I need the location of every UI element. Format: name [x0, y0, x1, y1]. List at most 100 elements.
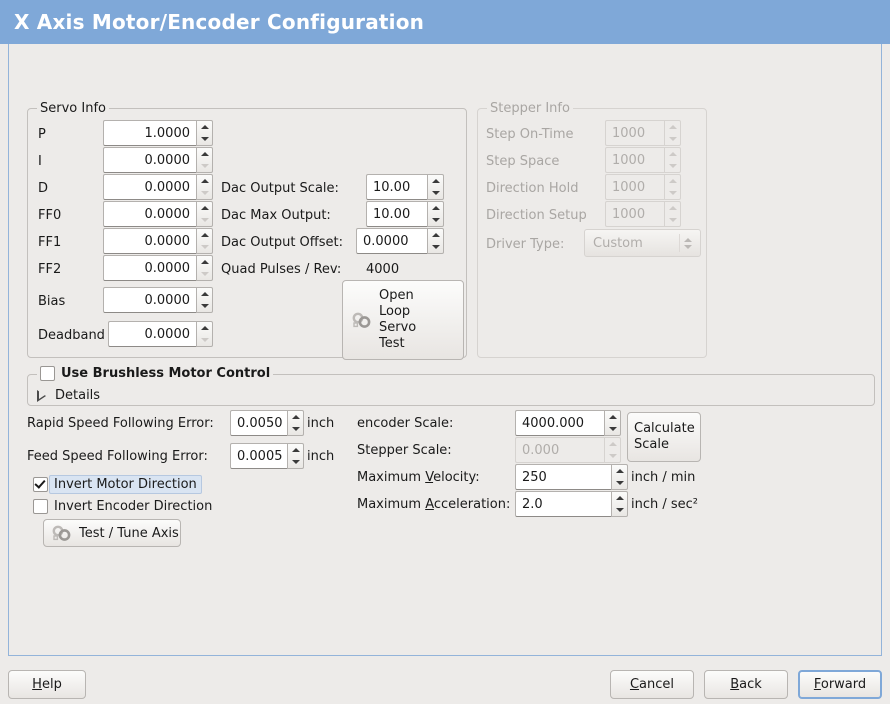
test-tune-axis-button[interactable]: Test / Tune Axis	[43, 519, 181, 547]
spin-up-icon[interactable]	[288, 411, 303, 423]
spin-up-icon[interactable]	[428, 229, 443, 241]
spin-down-icon[interactable]	[197, 214, 212, 226]
servo-spin-deadband[interactable]: 0.0000	[108, 321, 213, 347]
servo-spin-bias-entry[interactable]: 0.0000	[103, 287, 196, 313]
servo-spin-ff1-entry[interactable]: 0.0000	[103, 228, 196, 254]
spin-down-icon[interactable]	[197, 241, 212, 253]
gears-icon	[51, 523, 73, 543]
servo-spin-ff2-buttons[interactable]	[196, 255, 213, 281]
spin-down-icon[interactable]	[197, 300, 212, 312]
open-loop-servo-test-button[interactable]: Open Loop Servo Test	[342, 280, 464, 360]
maximum-velocity-buttons[interactable]	[611, 464, 628, 490]
dac-max-output-buttons[interactable]	[427, 201, 444, 227]
encoder-scale-spin[interactable]: 4000.000	[515, 410, 621, 436]
back-button[interactable]: Back	[704, 670, 788, 699]
spin-down-icon[interactable]	[197, 187, 212, 199]
brushless-checkbox-box[interactable]	[40, 366, 55, 381]
spin-down-icon	[665, 187, 680, 199]
spin-down-icon[interactable]	[612, 504, 627, 516]
spin-up-icon[interactable]	[197, 202, 212, 214]
spin-down-icon[interactable]	[605, 423, 620, 435]
spin-down-icon[interactable]	[197, 133, 212, 145]
details-expander[interactable]: Details	[37, 388, 100, 403]
servo-spin-ff1-buttons[interactable]	[196, 228, 213, 254]
dac-output-scale-spin[interactable]: 10.00	[366, 174, 444, 200]
servo-spin-d-buttons[interactable]	[196, 174, 213, 200]
feed-following-error-entry[interactable]: 0.0005	[230, 443, 287, 469]
spin-up-icon[interactable]	[612, 492, 627, 504]
dac-output-scale-buttons[interactable]	[427, 174, 444, 200]
feed-following-error-buttons[interactable]	[287, 443, 304, 469]
spin-down-icon[interactable]	[197, 334, 212, 346]
servo-spin-ff0[interactable]: 0.0000	[103, 201, 213, 227]
servo-spin-ff2-entry[interactable]: 0.0000	[103, 255, 196, 281]
chevron-right-icon[interactable]	[37, 389, 46, 402]
spin-up-icon[interactable]	[612, 465, 627, 477]
forward-button-label: Forward	[813, 677, 867, 692]
servo-spin-p-buttons[interactable]	[196, 120, 213, 146]
spin-down-icon[interactable]	[428, 214, 443, 226]
spin-down-icon[interactable]	[612, 477, 627, 489]
invert-motor-direction-box[interactable]	[33, 477, 48, 492]
spin-up-icon[interactable]	[428, 175, 443, 187]
spin-down-icon[interactable]	[288, 456, 303, 468]
encoder-scale-buttons[interactable]	[604, 410, 621, 436]
spin-down-icon[interactable]	[428, 241, 443, 253]
spin-up-icon[interactable]	[197, 229, 212, 241]
cancel-button[interactable]: Cancel	[610, 670, 694, 699]
invert-encoder-direction-checkbox[interactable]: Invert Encoder Direction	[33, 499, 212, 514]
servo-spin-bias-buttons[interactable]	[196, 287, 213, 313]
servo-spin-i-buttons[interactable]	[196, 147, 213, 173]
spin-up-icon[interactable]	[605, 411, 620, 423]
maximum-acceleration-spin[interactable]: 2.0	[515, 491, 628, 517]
invert-encoder-direction-label: Invert Encoder Direction	[54, 499, 213, 514]
dac-output-offset-spin[interactable]: 0.0000	[356, 228, 444, 254]
maximum-acceleration-entry[interactable]: 2.0	[515, 491, 611, 517]
spin-down-icon[interactable]	[197, 268, 212, 280]
servo-spin-i-entry[interactable]: 0.0000	[103, 147, 196, 173]
feed-following-error-spin[interactable]: 0.0005	[230, 443, 304, 469]
invert-encoder-direction-box[interactable]	[33, 499, 48, 514]
maximum-velocity-spin[interactable]: 250	[515, 464, 628, 490]
servo-spin-p[interactable]: 1.0000	[103, 120, 213, 146]
dac-max-output-spin[interactable]: 10.00	[366, 201, 444, 227]
servo-spin-i[interactable]: 0.0000	[103, 147, 213, 173]
maximum-acceleration-buttons[interactable]	[611, 491, 628, 517]
forward-button[interactable]: Forward	[798, 670, 882, 699]
dac-output-offset-entry[interactable]: 0.0000	[356, 228, 427, 254]
servo-spin-ff0-entry[interactable]: 0.0000	[103, 201, 196, 227]
rapid-following-error-entry[interactable]: 0.0050	[230, 410, 287, 436]
servo-spin-deadband-buttons[interactable]	[196, 321, 213, 347]
servo-spin-deadband-entry[interactable]: 0.0000	[108, 321, 196, 347]
maximum-velocity-entry[interactable]: 250	[515, 464, 611, 490]
rapid-following-error-spin[interactable]: 0.0050	[230, 410, 304, 436]
servo-spin-ff0-buttons[interactable]	[196, 201, 213, 227]
dac-max-output-entry[interactable]: 10.00	[366, 201, 427, 227]
servo-spin-p-entry[interactable]: 1.0000	[103, 120, 196, 146]
use-brushless-motor-control-checkbox[interactable]: Use Brushless Motor Control	[37, 366, 274, 381]
spin-up-icon[interactable]	[288, 444, 303, 456]
spin-up-icon[interactable]	[197, 256, 212, 268]
content-area: Servo Info P I D FF0 FF1 FF2 Bias Deadba…	[8, 44, 882, 656]
spin-down-icon[interactable]	[428, 187, 443, 199]
calculate-scale-button[interactable]: Calculate Scale	[627, 412, 701, 462]
servo-spin-d[interactable]: 0.0000	[103, 174, 213, 200]
spin-up-icon[interactable]	[197, 121, 212, 133]
invert-motor-direction-checkbox[interactable]: Invert Motor Direction	[33, 475, 202, 494]
dac-output-offset-buttons[interactable]	[427, 228, 444, 254]
spin-up-icon[interactable]	[197, 175, 212, 187]
servo-spin-ff2[interactable]: 0.0000	[103, 255, 213, 281]
servo-spin-bias[interactable]: 0.0000	[103, 287, 213, 313]
spin-up-icon[interactable]	[197, 148, 212, 160]
servo-spin-ff1[interactable]: 0.0000	[103, 228, 213, 254]
help-button[interactable]: Help	[8, 670, 86, 699]
spin-up-icon[interactable]	[197, 288, 212, 300]
spin-up-icon[interactable]	[197, 322, 212, 334]
spin-down-icon[interactable]	[288, 423, 303, 435]
dac-output-scale-entry[interactable]: 10.00	[366, 174, 427, 200]
rapid-following-error-buttons[interactable]	[287, 410, 304, 436]
spin-down-icon[interactable]	[197, 160, 212, 172]
encoder-scale-entry[interactable]: 4000.000	[515, 410, 604, 436]
servo-spin-d-entry[interactable]: 0.0000	[103, 174, 196, 200]
spin-up-icon[interactable]	[428, 202, 443, 214]
